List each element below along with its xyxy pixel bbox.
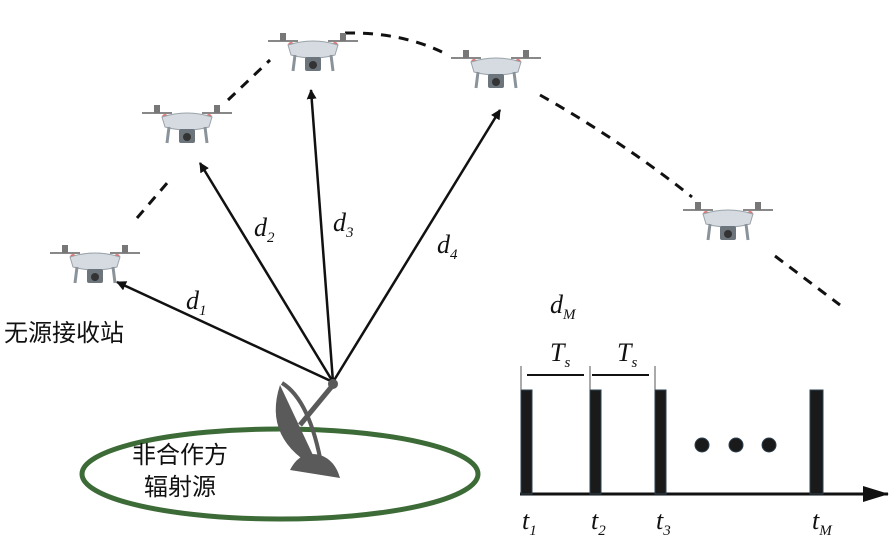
distance-arrow-d3 xyxy=(306,89,335,383)
label-d4: d4 xyxy=(437,230,458,263)
label-Ts: Ts xyxy=(617,338,638,371)
drone-icon xyxy=(140,103,234,145)
distance-arrow-d4 xyxy=(331,109,502,383)
receiver-label: 无源接收站 xyxy=(4,319,124,347)
label-d1: d1 xyxy=(186,286,207,319)
timing-diagram xyxy=(520,366,889,502)
label-t2: t2 xyxy=(591,506,606,539)
drone-icon xyxy=(681,200,775,242)
pulse xyxy=(654,389,667,495)
pulse xyxy=(520,389,533,495)
drone-icon xyxy=(48,243,142,285)
label-t3: t3 xyxy=(656,506,671,539)
distance-arrow-d2 xyxy=(198,162,335,383)
drone-icon xyxy=(449,48,543,90)
ellipsis-dot xyxy=(694,437,710,453)
pulse xyxy=(589,389,602,495)
label-d3: d3 xyxy=(333,208,354,241)
ellipsis-dot xyxy=(728,437,744,453)
drone-icon xyxy=(266,31,360,73)
label-t1: t1 xyxy=(522,506,537,539)
label-Ts: Ts xyxy=(550,338,571,371)
ellipsis-dot xyxy=(761,437,777,453)
emitter-label-line2: 辐射源 xyxy=(144,473,216,501)
label-tM: tM xyxy=(812,506,832,539)
emitter-label-line1: 非合作方 xyxy=(132,441,228,469)
pulse xyxy=(809,389,824,495)
flight-path xyxy=(135,31,841,307)
label-dM: dM xyxy=(550,290,576,323)
radar-dish-icon xyxy=(275,379,340,478)
label-d2: d2 xyxy=(254,213,275,246)
distance-arrow-d1 xyxy=(116,280,334,384)
